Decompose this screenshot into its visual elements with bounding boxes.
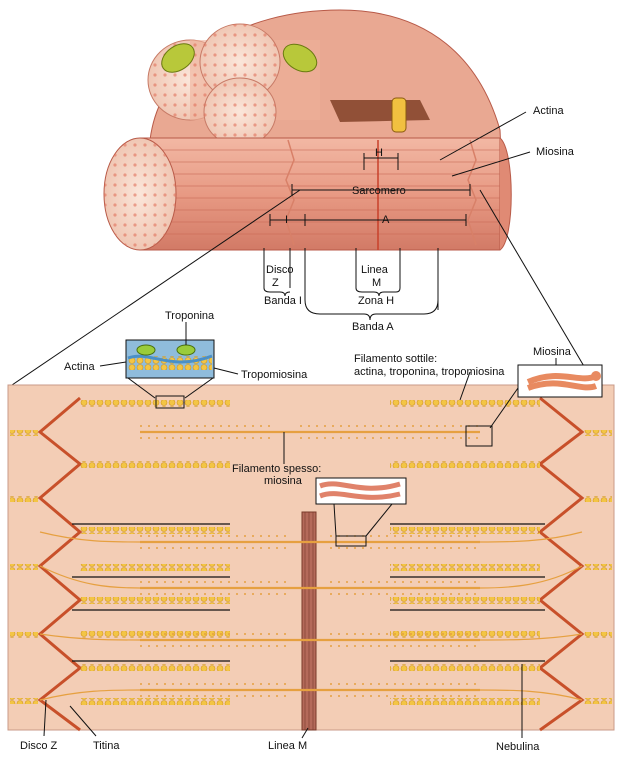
thin-filament	[390, 664, 540, 671]
thin-filament	[390, 698, 540, 705]
thin-filament	[390, 461, 540, 468]
label-disco: Disco	[266, 264, 294, 276]
label-linea-m: Linea M	[268, 740, 307, 752]
label-sarcomero: Sarcomero	[352, 185, 406, 197]
label-titina: Titina	[93, 740, 120, 752]
thin-filament	[390, 400, 540, 407]
label-i: I	[285, 214, 288, 226]
label-tropomiosina: Tropomiosina	[241, 369, 308, 381]
myosin-inset	[465, 358, 603, 447]
label-troponina: Troponina	[165, 310, 215, 322]
thin-filament	[80, 461, 230, 468]
troponin-inset	[99, 322, 239, 409]
label-zona-h: Zona H	[358, 295, 394, 307]
sarcomere-panel	[7, 384, 615, 732]
label-linea: Linea	[361, 264, 389, 276]
muscle-fiber-illustration	[103, 9, 512, 251]
thin-filament	[80, 400, 230, 407]
label-miosina-top: Miosina	[536, 146, 575, 158]
label-miosina-inset: Miosina	[533, 346, 572, 358]
label-h: H	[375, 147, 383, 159]
label-a: A	[382, 214, 390, 226]
thin-filament	[80, 664, 230, 671]
label-disco-z: Disco Z	[20, 740, 58, 752]
thick-filament-inset	[283, 432, 407, 547]
thin-filament	[390, 631, 540, 638]
t-tubule	[391, 97, 407, 133]
thin-filament	[390, 597, 540, 604]
label-actina-top: Actina	[533, 105, 564, 117]
mitochondrion	[282, 43, 318, 73]
label-filamento-spesso-2: miosina	[264, 475, 303, 487]
label-filamento-sottile-1: Filamento sottile:	[354, 353, 437, 365]
label-m: M	[372, 277, 381, 289]
mitochondrion	[161, 43, 195, 73]
label-banda-a: Banda A	[352, 321, 394, 333]
thin-filament	[390, 564, 540, 571]
thin-filament	[390, 527, 540, 534]
top-dimension-lines	[11, 111, 599, 391]
label-filamento-spesso-1: Filamento spesso:	[232, 463, 321, 475]
label-z: Z	[272, 277, 279, 289]
thin-filament	[80, 564, 230, 571]
label-banda-i: Banda I	[264, 295, 302, 307]
label-actina-inset: Actina	[64, 361, 95, 373]
thin-filament	[80, 597, 230, 604]
label-filamento-sottile-2: actina, troponina, tropomiosina	[354, 366, 505, 378]
thin-filament	[80, 698, 230, 705]
thin-filament	[80, 631, 230, 638]
label-nebulina: Nebulina	[496, 741, 540, 753]
thin-filament	[80, 527, 230, 534]
